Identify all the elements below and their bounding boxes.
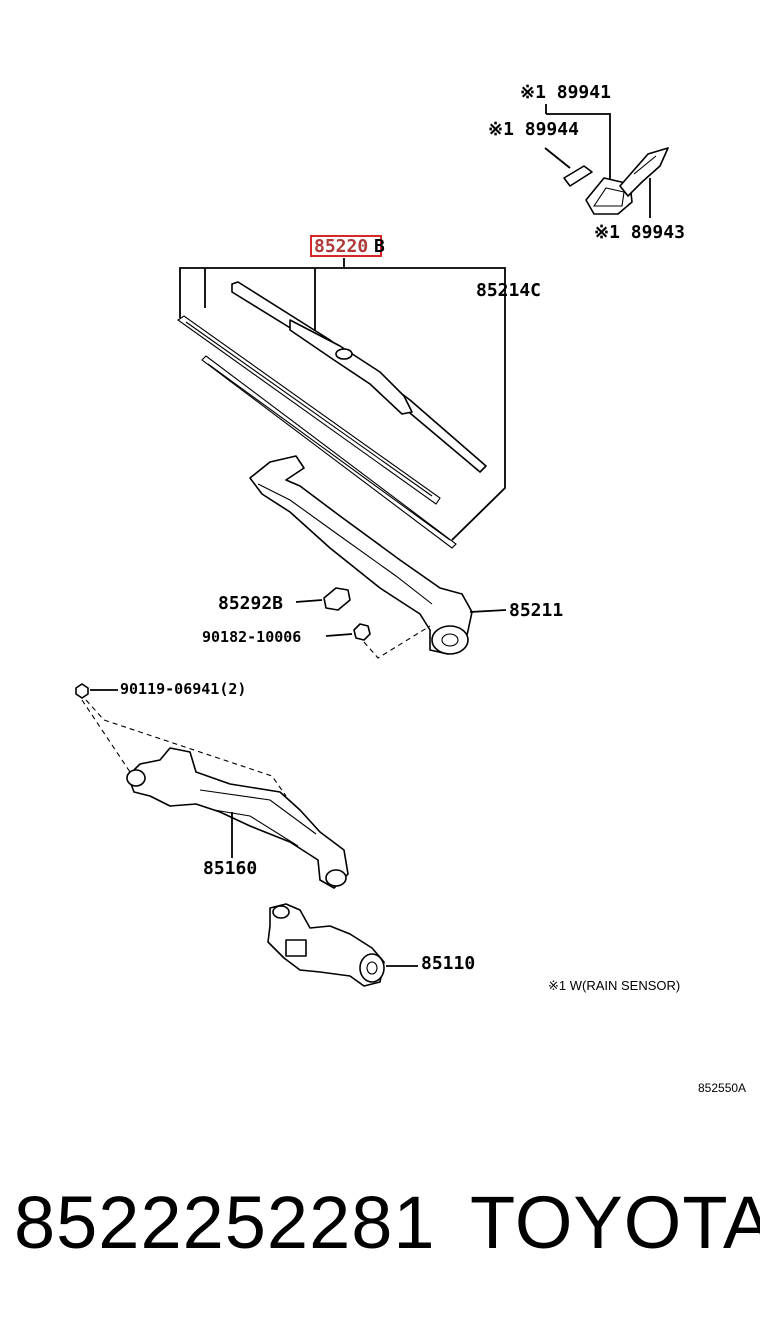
motor-shaft [272, 905, 290, 919]
arm-pivot-hole [441, 633, 459, 647]
wiper-motor-shape [267, 903, 385, 987]
footer: 8522252281 TOYOTA [0, 1180, 760, 1290]
wiper-arm-ridge [257, 483, 433, 605]
linkage-group: 90119-06941(2) 85160 [75, 680, 349, 889]
arm-cap-shape [323, 587, 351, 611]
diagram-ref-code: 852550A [698, 1081, 746, 1095]
dash-bolt-to-pivot-1 [81, 699, 131, 773]
note-rain-sensor: ※1 W(RAIN SENSOR) [548, 978, 680, 993]
wiper-rubber-strip [201, 355, 457, 549]
linkage-rod-line [199, 789, 317, 835]
motor-end-cap [359, 953, 385, 983]
blade-spoiler-shape [289, 319, 413, 415]
rain-sensor-group: ※1 89941 ※1 89944 ※1 89943 [488, 82, 685, 243]
sensor-pad-shape [563, 165, 593, 187]
linkage-bolt-shape [75, 683, 89, 699]
dash-bolt-to-pivot-2 [85, 699, 287, 797]
label-85211[interactable]: 85211 [509, 600, 563, 621]
blade-refill-line [185, 321, 433, 497]
dash-nut-to-pivot [363, 625, 431, 659]
arm-pivot-cap [431, 625, 469, 655]
label-85220-suffix: B [374, 236, 385, 257]
wiper-arm-group: 85211 85292B 90182-10006 [202, 455, 563, 659]
motor-group: 85110 [267, 903, 475, 987]
label-90182[interactable]: 90182-10006 [202, 628, 301, 646]
leader-85211 [469, 609, 507, 613]
leader-85214 [344, 267, 506, 541]
label-85220[interactable]: 85220 [314, 236, 368, 257]
leader-90182 [325, 633, 353, 637]
blade-refill-strip [177, 315, 441, 505]
leader-89944 [544, 147, 571, 169]
label-89941[interactable]: ※1 89941 [520, 82, 611, 103]
leader-85220-left [179, 258, 345, 318]
label-85160[interactable]: 85160 [203, 858, 257, 879]
motor-connector [285, 939, 307, 957]
blade-clip [335, 348, 353, 360]
wiper-rubber-line [207, 363, 451, 541]
label-85292[interactable]: 85292B [218, 593, 283, 614]
linkage-pivot-right [325, 869, 347, 887]
label-85110[interactable]: 85110 [421, 953, 475, 974]
label-85214[interactable]: 85214C [476, 280, 541, 301]
label-89943[interactable]: ※1 89943 [594, 222, 685, 243]
motor-end-center [366, 961, 378, 975]
highlight-box-85220 [310, 235, 382, 257]
linkage-rod-line-2 [213, 809, 299, 847]
label-89944[interactable]: ※1 89944 [488, 119, 579, 140]
label-90119[interactable]: 90119-06941(2) [120, 680, 246, 698]
leader-85292 [295, 599, 323, 603]
arm-nut-shape [353, 623, 371, 641]
leader-89941 [546, 113, 611, 180]
part-number: 8522252281 [14, 1181, 436, 1264]
linkage-pivot-left [126, 769, 146, 787]
brand-name: TOYOTA [470, 1181, 760, 1264]
sensor-bracket-ridge [633, 155, 657, 175]
wiper-blade-group: 85220 B 85214C [177, 235, 541, 549]
linkage-frame-shape [127, 747, 349, 889]
sensor-bracket-shape [619, 147, 669, 197]
